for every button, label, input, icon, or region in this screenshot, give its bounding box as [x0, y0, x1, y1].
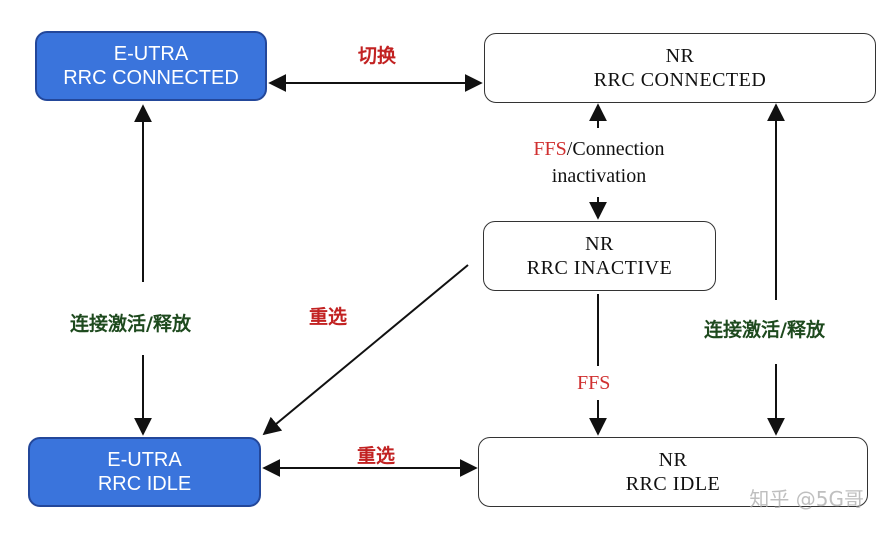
arrow-nr-inactive-eutra-idle: [262, 264, 469, 436]
label-reselect-bottom: 重选: [357, 445, 396, 467]
watermark: 知乎 @5G哥: [749, 487, 864, 511]
label-ffs-part: FFS: [533, 138, 567, 160]
node-nr-rrc-connected: NR RRC CONNECTED: [484, 33, 876, 103]
node-eutra-idle-line1: E-UTRA: [107, 449, 182, 471]
label-left-connection-activate-release: 连接激活/释放: [70, 313, 191, 335]
label-ffs-connection-inactivation: FFS/Connection inactivation: [512, 136, 686, 190]
label-right-connection-activate-release: 连接激活/释放: [704, 319, 825, 341]
node-nr-rrc-inactive: NR RRC INACTIVE: [483, 221, 716, 291]
node-eutra-connected-line1: E-UTRA: [113, 43, 189, 65]
node-nr-idle-line1: NR: [658, 449, 688, 471]
label-connection-part: /Connection: [566, 138, 665, 160]
node-eutra-rrc-idle: E-UTRA RRC IDLE: [28, 437, 261, 507]
node-nr-connected-line2: RRC CONNECTED: [593, 69, 767, 91]
node-eutra-idle-line2: RRC IDLE: [97, 473, 192, 495]
node-nr-idle-line2: RRC IDLE: [625, 473, 721, 495]
label-inactivation-part: inactivation: [551, 165, 647, 187]
node-nr-connected-line1: NR: [665, 45, 695, 67]
node-eutra-connected-line2: RRC CONNECTED: [63, 67, 239, 89]
label-reselect-diagonal: 重选: [309, 306, 348, 328]
node-nr-rrc-idle: NR RRC IDLE: [478, 437, 868, 507]
label-ffs-inactive-idle: FFS: [577, 372, 611, 394]
node-eutra-rrc-connected: E-UTRA RRC CONNECTED: [35, 31, 267, 101]
node-nr-inactive-line1: NR: [585, 233, 614, 255]
node-nr-inactive-line2: RRC INACTIVE: [526, 257, 673, 279]
label-handover: 切换: [358, 45, 397, 67]
